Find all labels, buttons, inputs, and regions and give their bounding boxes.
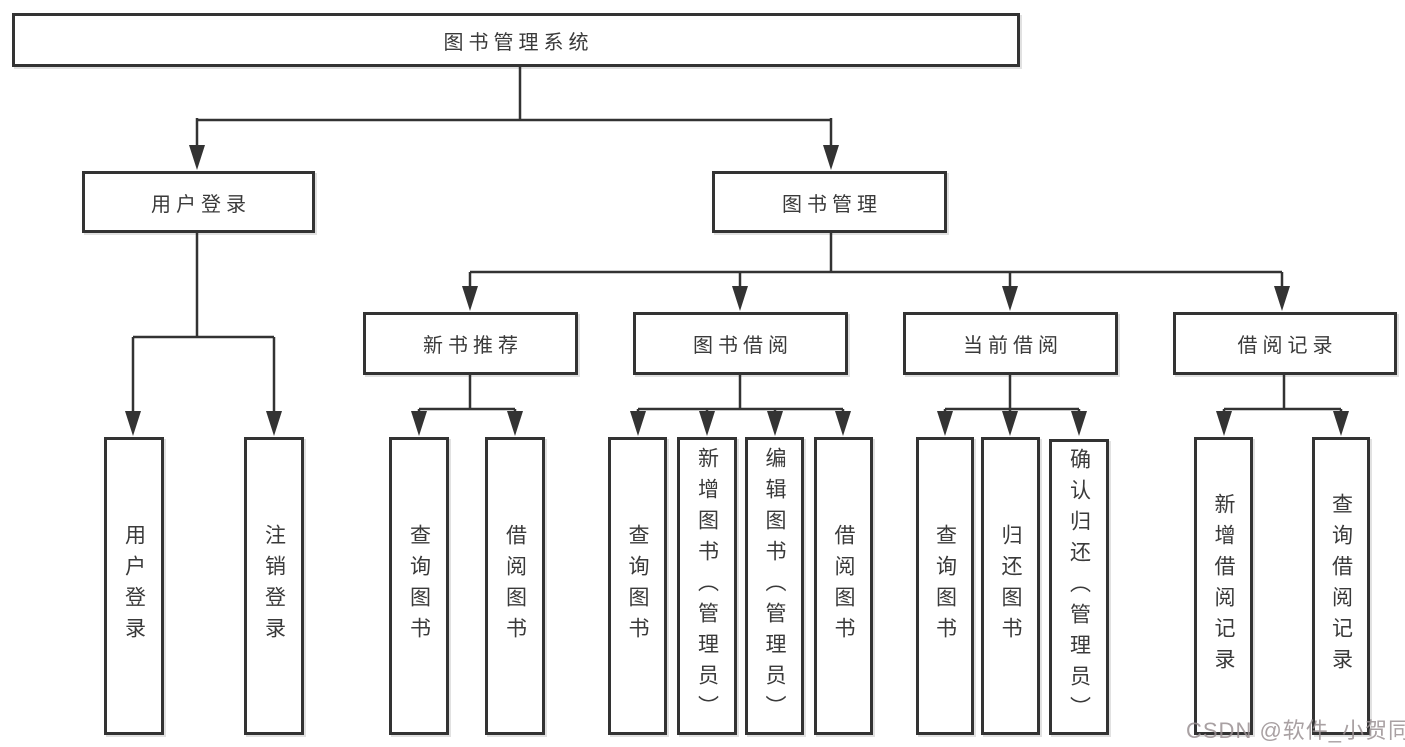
node-book-manage: 图书管理 <box>712 171 947 233</box>
node-user-login-label: 用户登录 <box>151 193 251 216</box>
node-borrow-record-label: 借阅记录 <box>1237 335 1338 357</box>
watermark: CSDN @软件_小贺同学 <box>1186 718 1405 743</box>
leaf-br-add-record: 新增借阅记录 <box>1194 437 1253 735</box>
node-user-login: 用户登录 <box>82 171 315 233</box>
node-current-borrow: 当前借阅 <box>903 312 1118 375</box>
leaf-cb-return-book-label: 归还图书 <box>999 524 1022 648</box>
leaf-br-query-record-label: 查询借阅记录 <box>1329 493 1353 679</box>
leaf-logout: 注销登录 <box>244 437 304 735</box>
node-current-borrow-label: 当前借阅 <box>963 335 1063 357</box>
leaf-cb-confirm-return: 确认归还（管理员） <box>1049 439 1109 735</box>
node-new-book-rec-label: 新书推荐 <box>423 335 523 357</box>
leaf-cb-confirm-return-label: 确认归还（管理员） <box>1067 447 1091 727</box>
leaf-user-login: 用户登录 <box>104 437 164 735</box>
leaf-logout-label: 注销登录 <box>262 524 286 648</box>
leaf-nb-query-book-label: 查询图书 <box>407 524 431 648</box>
node-book-borrow-label: 图书借阅 <box>693 335 793 357</box>
leaf-bb-borrow-book-label: 借阅图书 <box>832 524 855 648</box>
leaf-bb-edit-book-label: 编辑图书（管理员） <box>763 446 786 726</box>
leaf-user-login-label: 用户登录 <box>122 524 146 648</box>
node-book-manage-label: 图书管理 <box>782 193 882 216</box>
leaf-cb-return-book: 归还图书 <box>981 437 1040 735</box>
leaf-cb-query-book: 查询图书 <box>916 437 974 735</box>
leaf-br-query-record: 查询借阅记录 <box>1312 437 1370 735</box>
leaf-nb-borrow-book-label: 借阅图书 <box>503 524 527 648</box>
leaf-nb-borrow-book: 借阅图书 <box>485 437 545 735</box>
leaf-br-add-record-label: 新增借阅记录 <box>1212 493 1235 679</box>
node-borrow-record: 借阅记录 <box>1173 312 1397 375</box>
leaf-bb-add-book: 新增图书（管理员） <box>677 437 737 735</box>
leaf-bb-borrow-book: 借阅图书 <box>814 437 873 735</box>
leaf-bb-add-book-label: 新增图书（管理员） <box>695 446 719 726</box>
node-new-book-rec: 新书推荐 <box>363 312 578 375</box>
leaf-bb-query-book: 查询图书 <box>608 437 667 735</box>
node-root-label: 图书管理系统 <box>443 31 594 54</box>
node-book-borrow: 图书借阅 <box>633 312 848 375</box>
node-root: 图书管理系统 <box>12 13 1020 67</box>
arrowhead-icons <box>125 145 1349 436</box>
leaf-cb-query-book-label: 查询图书 <box>933 524 957 648</box>
leaf-nb-query-book: 查询图书 <box>389 437 449 735</box>
leaf-bb-query-book-label: 查询图书 <box>626 524 649 648</box>
leaf-bb-edit-book: 编辑图书（管理员） <box>745 437 804 735</box>
